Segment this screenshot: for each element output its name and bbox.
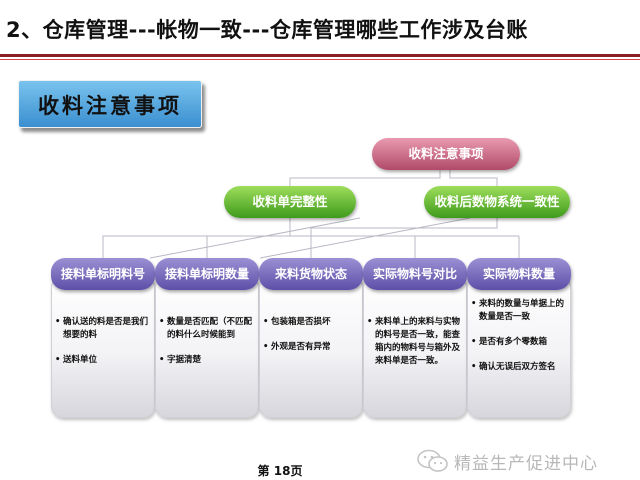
title-rule <box>0 54 640 57</box>
column-items: •包装箱是否损坏 •外观是否有异常 <box>263 316 361 366</box>
root-node: 收料注意事项 <box>372 138 520 170</box>
list-item: •字据清楚 <box>159 355 202 365</box>
connector-diag-b <box>259 217 471 259</box>
list-item: •数量是否匹配（不匹配的料什么时候能到 <box>159 317 253 340</box>
column-header: 接料单标明数量 <box>155 258 259 290</box>
column-box <box>155 276 259 418</box>
page-number: 第 18页 <box>257 464 303 478</box>
list-item: •送料单位 <box>55 355 98 365</box>
list-item: •外观是否有异常 <box>263 342 331 352</box>
column-box <box>259 276 363 418</box>
page-title: 2、仓库管理---帐物一致---仓库管理哪些工作涉及台账 <box>6 18 528 42</box>
section-badge: 收料注意事项 <box>18 80 202 128</box>
column-header: 来料货物状态 <box>259 258 363 290</box>
column-box <box>51 276 155 418</box>
connector-root-right <box>449 170 498 186</box>
section-badge-label: 收料注意事项 <box>38 94 182 118</box>
list-item: •包装箱是否损坏 <box>263 317 331 327</box>
column-items: •数量是否匹配（不匹配的料什么时候能到 •字据清楚 <box>159 316 257 379</box>
column-header: 接料单标明料号 <box>51 258 155 290</box>
list-item: •确认无误后双方签名 <box>471 362 556 372</box>
title-rule-thin <box>0 59 640 60</box>
watermark: 精益生产促进中心 <box>416 448 638 474</box>
column-goods-status: 来料货物状态 •包装箱是否损坏 •外观是否有异常 <box>259 258 363 418</box>
connector-root-left <box>289 170 441 186</box>
column-box <box>467 276 571 418</box>
list-item: •确认送的料是否是我们想要的料 <box>55 317 149 340</box>
list-item: •来料的数量与单据上的数量是否一致 <box>471 299 565 322</box>
column-items: •确认送的料是否是我们想要的料 •送料单位 <box>55 316 153 379</box>
connector-left-bus <box>102 218 291 258</box>
node-completeness: 收料单完整性 <box>224 186 356 218</box>
column-header: 实际物料号对比 <box>363 258 467 290</box>
column-box <box>363 276 467 418</box>
column-header: 实际物料数量 <box>467 258 571 290</box>
connector-right-bus <box>310 218 498 236</box>
connector-diag-a <box>149 217 361 259</box>
list-item: •是否有多个零数箱 <box>471 337 548 347</box>
column-part-number: 接料单标明料号 •确认送的料是否是我们想要的料 •送料单位 <box>51 258 155 418</box>
column-quantity: 接料单标明数量 •数量是否匹配（不匹配的料什么时候能到 •字据清楚 <box>155 258 259 418</box>
wechat-icon <box>417 449 448 472</box>
watermark-text: 精益生产促进中心 <box>454 453 598 474</box>
column-items: •来料单上的来料与实物的料号是否一致，能查箱内的物料号与箱外及来料单是否一致。 <box>367 316 465 380</box>
column-items: •来料的数量与单据上的数量是否一致 •是否有多个零数箱 •确认无误后双方签名 <box>471 298 569 386</box>
column-actual-quantity: 实际物料数量 •来料的数量与单据上的数量是否一致 •是否有多个零数箱 •确认无误… <box>467 258 571 418</box>
list-item: •来料单上的来料与实物的料号是否一致，能查箱内的物料号与箱外及来料单是否一致。 <box>367 317 461 366</box>
node-consistency: 收料后数物系统一致性 <box>424 186 570 218</box>
column-part-compare: 实际物料号对比 •来料单上的来料与实物的料号是否一致，能查箱内的物料号与箱外及来… <box>363 258 467 418</box>
